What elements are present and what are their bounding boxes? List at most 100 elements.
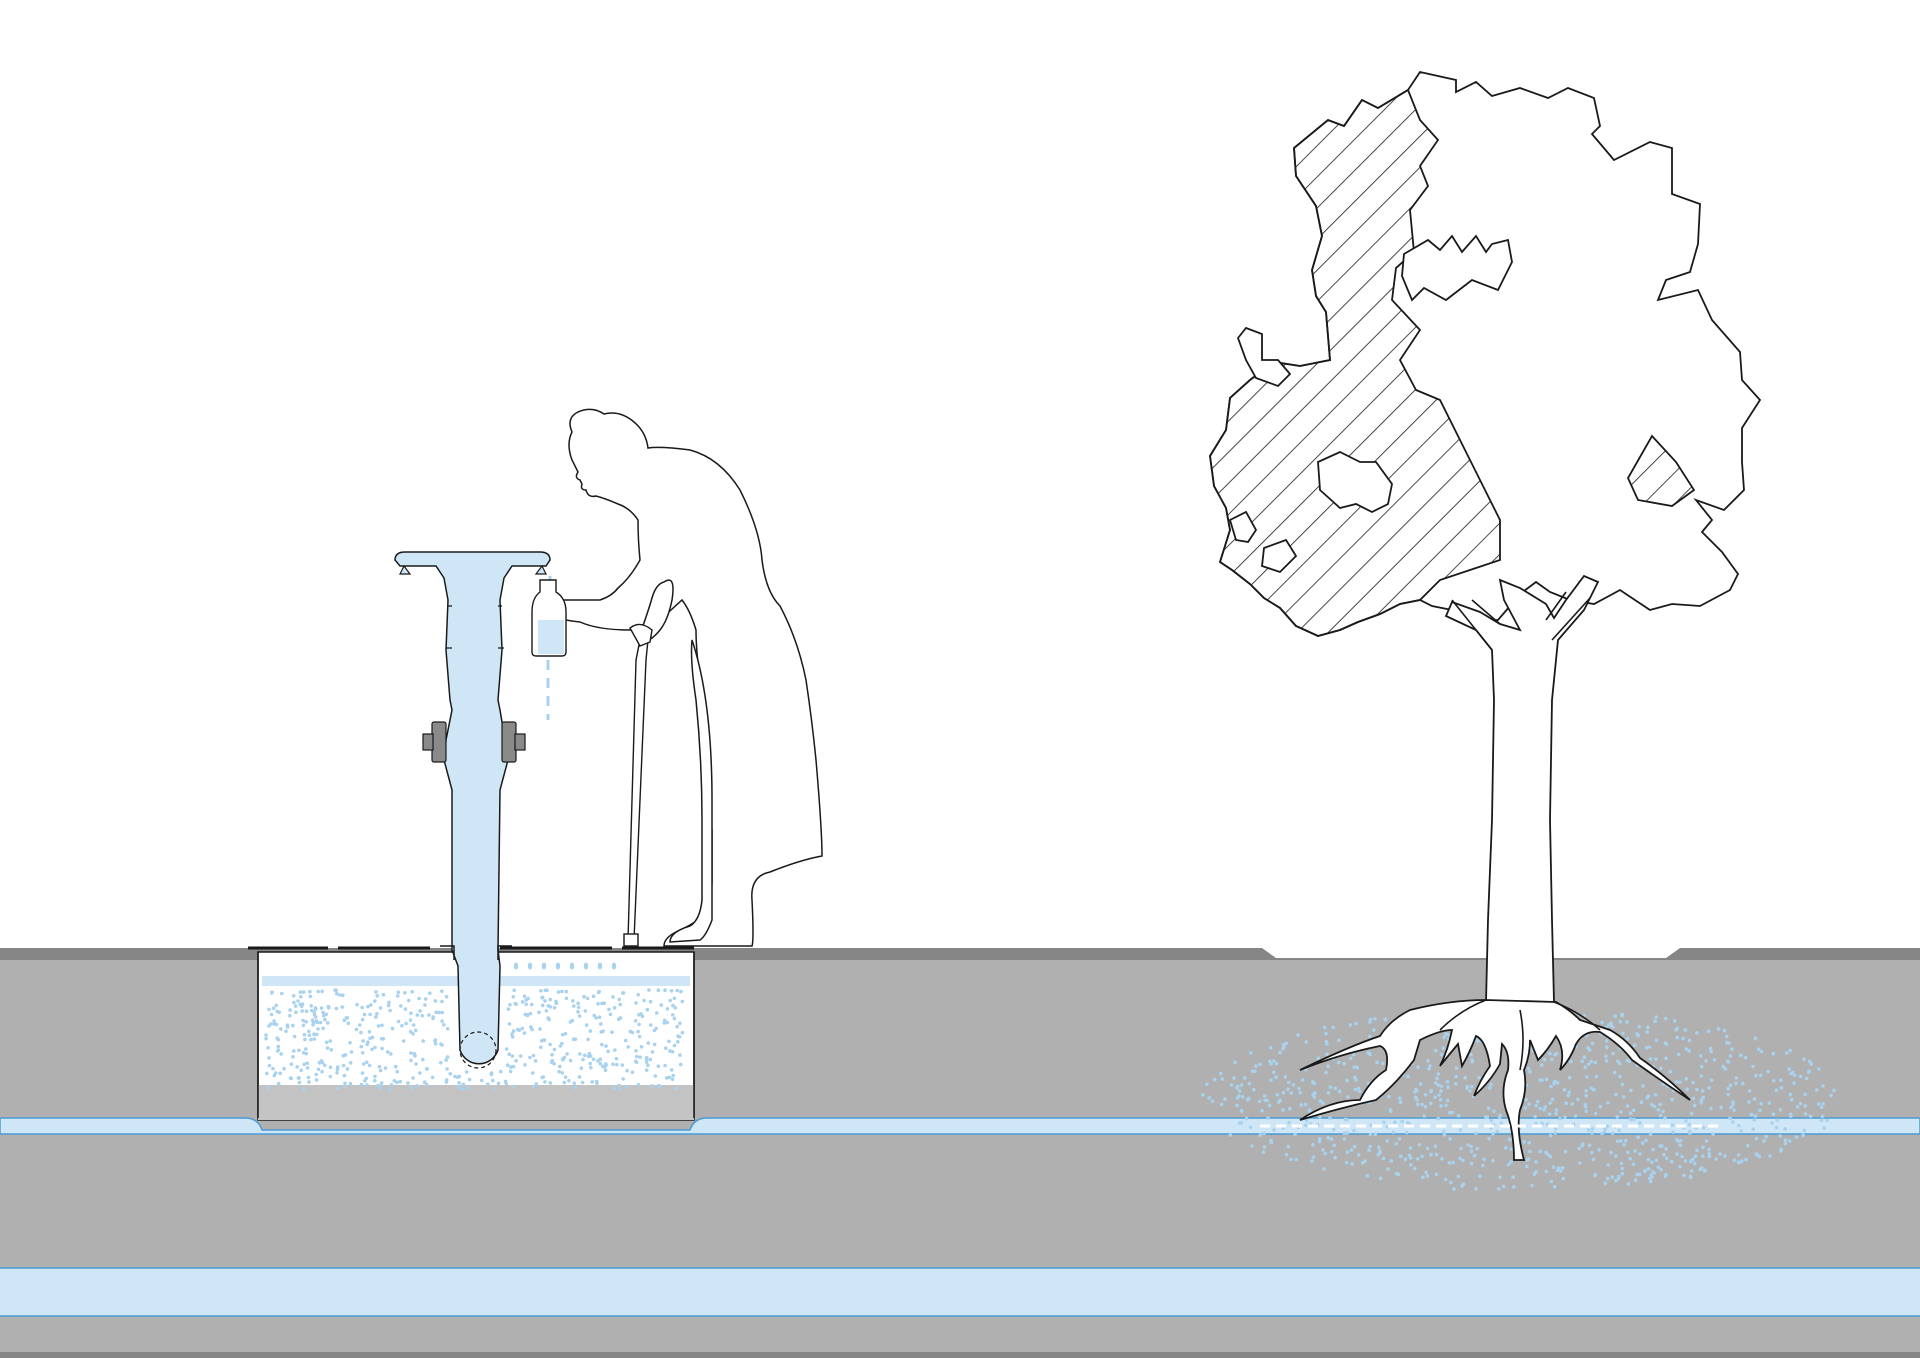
water-dot [543, 999, 547, 1003]
water-dot [1326, 1091, 1331, 1095]
water-dot [1445, 1098, 1450, 1103]
water-dot [1726, 1059, 1730, 1064]
fountain-body [394, 551, 551, 1065]
water-dot [1580, 1142, 1585, 1146]
water-dot [321, 1026, 325, 1031]
water-dot [656, 988, 661, 992]
water-dot [1628, 1117, 1633, 1121]
water-dot [1589, 1059, 1594, 1064]
water-dot [1352, 1065, 1356, 1069]
water-dot [1758, 1108, 1762, 1113]
water-dot [507, 1022, 512, 1026]
water-dot [1527, 1102, 1531, 1106]
water-dot [1450, 1110, 1455, 1115]
water-dot [1754, 1073, 1758, 1078]
water-dot [523, 1063, 527, 1067]
water-dot [1511, 1175, 1515, 1179]
water-dot [1304, 1118, 1309, 1123]
water-dot [548, 997, 552, 1002]
roots-icon [1299, 999, 1691, 1161]
water-dot [1700, 1166, 1704, 1170]
water-dot [1429, 1088, 1433, 1093]
water-dot [1365, 1173, 1370, 1178]
water-dot [1525, 1164, 1529, 1169]
water-dot [1744, 1157, 1748, 1162]
water-dot [1651, 1147, 1655, 1152]
water-dot [1318, 1136, 1322, 1141]
water-dot [307, 1029, 311, 1034]
water-dot [1552, 1184, 1557, 1189]
water-dot [1439, 1104, 1443, 1108]
water-dot [1762, 1139, 1766, 1143]
water-dot [1465, 1086, 1469, 1090]
water-dot [665, 1020, 669, 1025]
water-dot [678, 1053, 682, 1057]
water-dot [363, 1079, 367, 1083]
water-dot [304, 1020, 309, 1024]
water-dot [448, 1072, 453, 1076]
water-dot [1489, 1082, 1493, 1087]
water-dot [598, 1061, 603, 1066]
water-dot [1487, 1136, 1491, 1141]
water-dot [665, 1007, 670, 1011]
water-dot [398, 1079, 403, 1084]
water-dot [1683, 1028, 1688, 1032]
water-dot [1707, 1154, 1712, 1159]
water-dot [433, 1042, 438, 1046]
water-dot [1250, 1069, 1255, 1074]
water-dot [380, 1023, 384, 1028]
bottle-icon [531, 579, 567, 657]
water-dot [1345, 1131, 1349, 1135]
water-dot [1239, 1120, 1244, 1125]
water-dot [365, 1083, 369, 1087]
water-dot [314, 1032, 319, 1037]
water-dot [305, 1061, 310, 1065]
water-dot [537, 1010, 541, 1015]
water-dot [303, 1037, 307, 1042]
water-dot [1798, 1101, 1803, 1106]
water-dot [673, 1006, 678, 1010]
water-dot [1268, 1045, 1273, 1050]
water-dot [630, 1070, 635, 1075]
water-dot [1313, 1091, 1317, 1095]
water-dot [1687, 1122, 1692, 1127]
water-dot [1649, 1173, 1653, 1177]
water-dot [421, 1057, 425, 1062]
water-dot [467, 1077, 472, 1082]
water-dot [624, 1085, 629, 1089]
water-dot [321, 1010, 325, 1015]
water-dot [576, 1005, 581, 1010]
water-dot [407, 998, 411, 1003]
water-dot [316, 1067, 321, 1072]
water-dot [655, 1011, 659, 1015]
water-dot [292, 1034, 297, 1039]
water-dot [457, 1081, 461, 1085]
water-dot [560, 989, 564, 994]
water-dot [1354, 1078, 1358, 1082]
water-dot [440, 1010, 445, 1015]
water-dot [1282, 1044, 1286, 1049]
water-dot [1631, 1108, 1636, 1112]
water-dot [1326, 1136, 1330, 1140]
water-dot [529, 1002, 534, 1007]
water-dot [1794, 1135, 1799, 1139]
water-dot [375, 994, 380, 998]
water-dot [1421, 1175, 1425, 1180]
water-dot [1605, 1176, 1610, 1181]
water-dot [373, 999, 377, 1003]
water-dot [1778, 1108, 1783, 1112]
water-dot [604, 1062, 608, 1066]
water-dot [373, 1078, 377, 1083]
water-dot [1284, 1041, 1288, 1046]
water-dot [1420, 1154, 1424, 1159]
water-dot [304, 1009, 309, 1013]
water-dot [1691, 1080, 1695, 1085]
water-dot [674, 1086, 679, 1091]
water-dot [269, 1012, 274, 1017]
water-dot [669, 989, 674, 993]
water-dot [301, 1087, 306, 1091]
water-dot [1606, 1163, 1610, 1167]
water-dot [544, 1009, 549, 1013]
water-dot [1709, 1049, 1714, 1054]
water-dot [1644, 1138, 1648, 1143]
